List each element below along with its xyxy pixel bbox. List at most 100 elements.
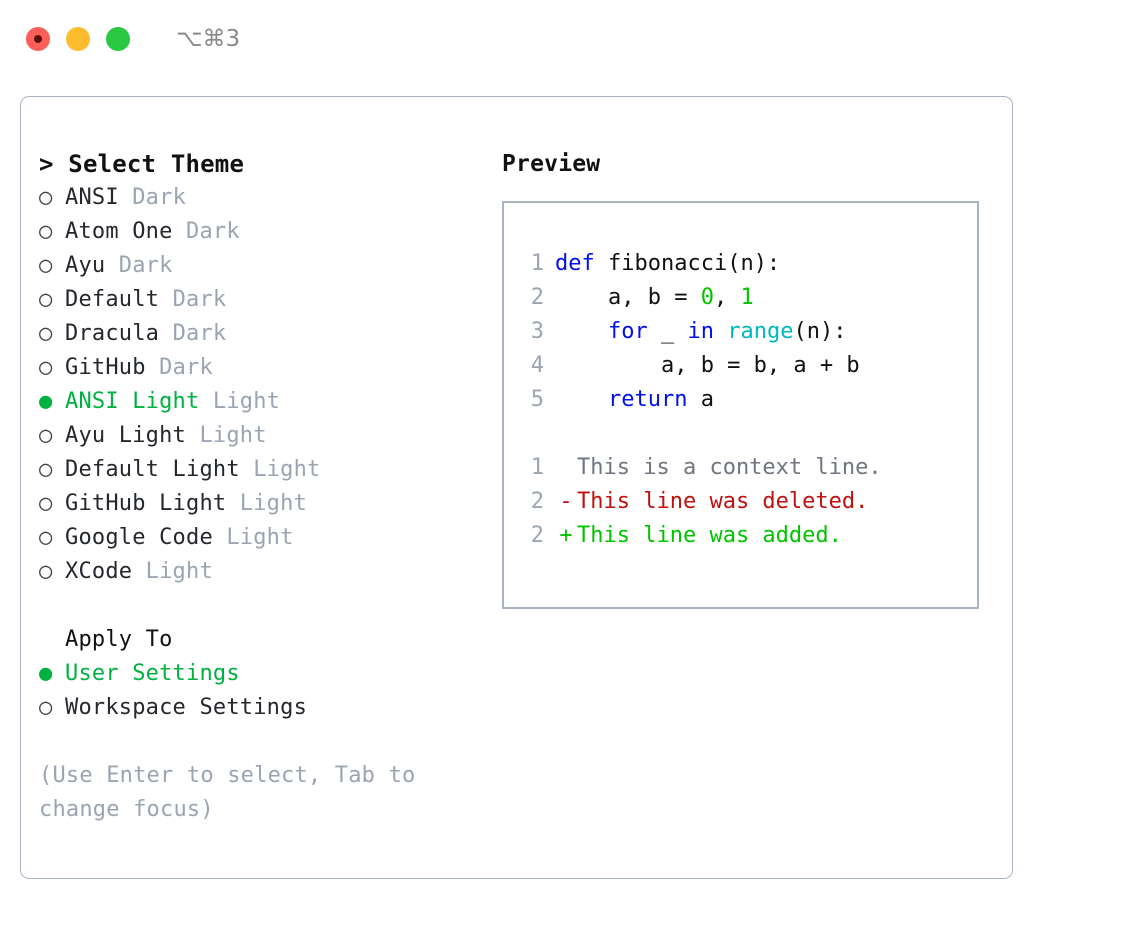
radio-unselected-icon[interactable]: ○ <box>39 559 53 584</box>
code-line: 2 a, b = 0, 1 <box>516 281 969 315</box>
code-token-kw: in <box>687 319 714 344</box>
apply-to-title: Apply To <box>65 627 173 652</box>
theme-option-name: Google Code <box>65 525 227 550</box>
theme-list[interactable]: ○ANSI Dark○Atom One Dark○Ayu Dark○Defaul… <box>39 181 479 589</box>
theme-option-name: XCode <box>65 559 146 584</box>
diff-text: This line was added. <box>577 523 842 548</box>
theme-option-name: GitHub Light <box>65 491 240 516</box>
radio-unselected-icon[interactable]: ○ <box>39 695 53 720</box>
theme-option-variant: Light <box>239 491 308 516</box>
close-window-icon[interactable] <box>26 27 50 51</box>
theme-option-5[interactable]: ○ GitHub Dark <box>39 351 479 385</box>
radio-unselected-icon[interactable]: ○ <box>39 287 53 312</box>
diff-line-number: 2 <box>530 489 544 514</box>
code-line: 3 for _ in range(n): <box>516 315 969 349</box>
radio-unselected-icon[interactable]: ○ <box>39 185 53 210</box>
theme-option-variant: Dark <box>172 287 227 312</box>
diff-marker <box>555 451 577 485</box>
theme-option-9[interactable]: ○ GitHub Light Light <box>39 487 479 521</box>
theme-option-name: GitHub <box>65 355 160 380</box>
theme-option-variant: Dark <box>186 219 240 244</box>
preview-title: Preview <box>502 151 601 177</box>
code-token-kw: for <box>607 319 648 344</box>
code-token-plain <box>714 319 727 344</box>
traffic-lights <box>26 27 130 51</box>
theme-option-8[interactable]: ○ Default Light Light <box>39 453 479 487</box>
radio-unselected-icon[interactable]: ○ <box>39 219 53 244</box>
theme-option-variant: Dark <box>132 185 187 210</box>
radio-unselected-icon[interactable]: ○ <box>39 423 53 448</box>
diff-marker: - <box>559 489 573 514</box>
theme-option-variant: Light <box>212 389 281 414</box>
radio-unselected-icon[interactable]: ○ <box>39 525 53 550</box>
theme-option-variant: Light <box>253 457 321 482</box>
radio-selected-icon[interactable]: ● <box>39 389 53 414</box>
theme-option-name: Default Light <box>65 457 254 482</box>
theme-option-variant: Dark <box>172 321 227 346</box>
title-bar: ⌥⌘3 <box>0 0 1140 78</box>
code-token-plain: a, b = b, a + b <box>555 353 860 378</box>
radio-unselected-icon[interactable]: ○ <box>39 457 53 482</box>
theme-option-variant: Dark <box>118 253 173 278</box>
code-token-plain: (n): <box>793 319 847 344</box>
radio-unselected-icon[interactable]: ○ <box>39 355 53 380</box>
theme-option-11[interactable]: ○ XCode Light <box>39 555 479 589</box>
diff-text: This line was deleted. <box>577 489 869 514</box>
theme-option-name: Ayu Light <box>65 423 200 448</box>
page-title: > Select Theme <box>39 150 245 178</box>
apply-to-option-name: Workspace Settings <box>65 695 308 720</box>
code-line-number: 2 <box>530 285 544 310</box>
code-token-plain: _ <box>647 319 688 344</box>
theme-option-variant: Light <box>199 423 267 448</box>
apply-to-list[interactable]: ● User Settings ○ Workspace Settings <box>39 657 479 725</box>
theme-option-1[interactable]: ○Atom One Dark <box>39 215 479 249</box>
theme-option-0[interactable]: ○ ANSI Dark <box>39 181 479 215</box>
maximize-window-icon[interactable] <box>106 27 130 51</box>
theme-option-2[interactable]: ○ Ayu Dark <box>39 249 479 283</box>
theme-option-variant: Light <box>145 559 213 584</box>
diff-line-ctx: 1 This is a context line. <box>516 451 969 485</box>
theme-option-7[interactable]: ○ Ayu Light Light <box>39 419 479 453</box>
code-token-num: 1 <box>740 285 754 310</box>
apply-to-option-name: User Settings <box>65 661 240 686</box>
apply-to-option-1[interactable]: ○ Workspace Settings <box>39 691 479 725</box>
theme-option-10[interactable]: ○ Google Code Light <box>39 521 479 555</box>
theme-option-name: ANSI <box>65 185 133 210</box>
theme-option-name: Default <box>65 287 173 312</box>
keyboard-hint-text: (Use Enter to select, Tab to change focu… <box>39 763 429 822</box>
theme-option-4[interactable]: ○ Dracula Dark <box>39 317 479 351</box>
theme-option-variant: Dark <box>159 355 213 380</box>
main-panel: > Select Theme ○ANSI Dark○Atom One Dark○… <box>20 96 1013 879</box>
theme-option-6[interactable]: ● ANSI Light Light <box>39 385 479 419</box>
diff-line-add: 2+This line was added. <box>516 519 969 553</box>
theme-option-3[interactable]: ○ Default Dark <box>39 283 479 317</box>
code-token-kw: return <box>607 387 688 412</box>
code-token-plain: , <box>713 285 741 310</box>
diff-line-number: 1 <box>530 455 544 480</box>
theme-option-variant: Light <box>226 525 294 550</box>
theme-option-name: ANSI Light <box>65 389 213 414</box>
theme-option-name: Ayu <box>65 253 119 278</box>
radio-unselected-icon[interactable]: ○ <box>39 491 53 516</box>
list-spacer <box>39 589 479 623</box>
code-token-plain <box>555 319 608 344</box>
code-line: 5 return a <box>516 383 969 417</box>
diff-text: This is a context line. <box>577 455 882 480</box>
radio-unselected-icon[interactable]: ○ <box>39 321 53 346</box>
code-line-number: 1 <box>530 251 544 276</box>
code-line-number: 5 <box>530 387 544 412</box>
code-token-fn: range <box>727 319 794 344</box>
radio-selected-icon[interactable]: ● <box>39 661 53 686</box>
minimize-window-icon[interactable] <box>66 27 90 51</box>
diff-sample: 1 This is a context line. 2-This line was… <box>516 451 969 553</box>
code-line-number: 4 <box>530 353 544 378</box>
theme-option-name: Dracula <box>65 321 173 346</box>
diff-line-number: 2 <box>530 523 544 548</box>
apply-to-option-0[interactable]: ● User Settings <box>39 657 479 691</box>
radio-unselected-icon[interactable]: ○ <box>39 253 53 278</box>
theme-picker-column: > Select Theme ○ANSI Dark○Atom One Dark○… <box>39 147 479 827</box>
